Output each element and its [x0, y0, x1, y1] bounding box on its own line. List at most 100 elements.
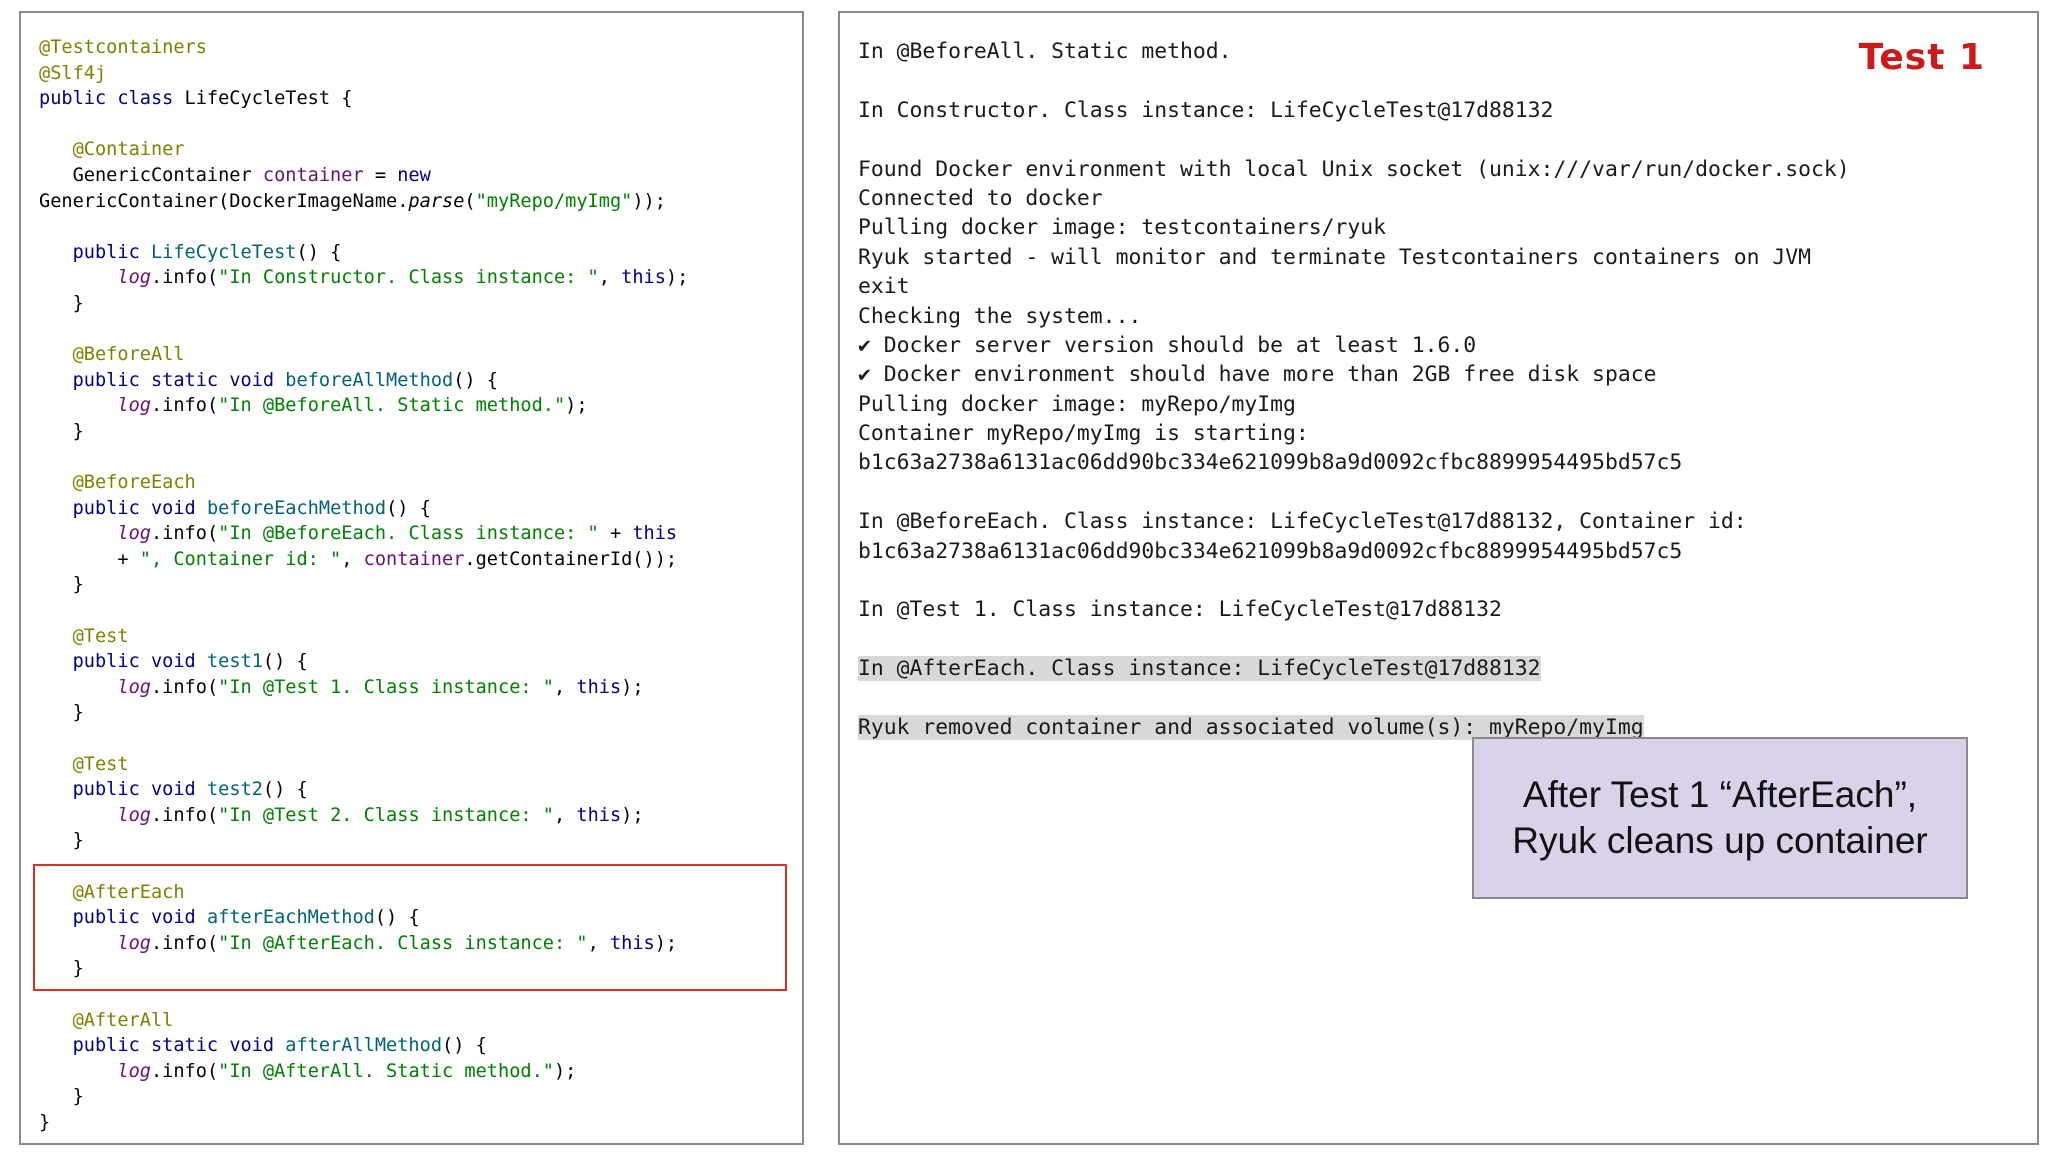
- code-token: public: [72, 241, 151, 263]
- test-label: Test 1: [1858, 37, 1985, 78]
- code-line: [39, 214, 802, 240]
- code-line: @Container: [39, 137, 802, 163]
- code-token: [39, 139, 73, 160]
- code-token: }: [39, 958, 84, 980]
- code-line: log.info("In Constructor. Class instance…: [39, 265, 802, 291]
- code-token: "myRepo/myImg": [475, 190, 633, 212]
- console-line: Ryuk started - will monitor and terminat…: [858, 243, 2017, 272]
- code-token: public void: [72, 651, 207, 673]
- code-line: GenericContainer container = new: [39, 163, 802, 189]
- code-line: @Test: [39, 752, 802, 778]
- code-line: @Slf4j: [39, 61, 802, 87]
- console-line: Container myRepo/myImg is starting:: [858, 419, 2017, 448]
- console-blank-line: [858, 625, 2017, 654]
- console-line: In @BeforeAll. Static method.: [858, 37, 2017, 66]
- code-token: container: [363, 548, 465, 570]
- code-token: ,: [553, 804, 577, 826]
- code-token: public static void: [72, 369, 286, 391]
- code-token: "In @AfterEach. Class instance: ": [218, 932, 588, 954]
- log-text: ✔ Docker environment should have more th…: [858, 362, 1657, 388]
- code-token: [39, 472, 73, 493]
- code-token: );: [665, 267, 689, 289]
- code-token: "In @BeforeEach. Class instance: ": [218, 523, 599, 545]
- log-text: ✔ Docker server version should be at lea…: [858, 332, 1477, 358]
- code-token: parse: [408, 190, 465, 212]
- code-line: public static void afterAllMethod() {: [39, 1033, 802, 1059]
- code-token: .info(: [150, 523, 219, 545]
- code-token: @Slf4j: [39, 62, 107, 84]
- code-line: log.info("In @Test 1. Class instance: ",…: [39, 675, 802, 701]
- code-token: () {: [386, 497, 431, 519]
- code-token: @AfterEach: [72, 881, 185, 903]
- console-line: ✔ Docker environment should have more th…: [858, 360, 2017, 389]
- code-line: @AfterEach: [39, 880, 802, 906]
- code-token: this: [621, 267, 666, 289]
- code-line: }: [39, 1084, 802, 1110]
- log-text: b1c63a2738a6131ac06dd90bc334e621099b8a9d…: [858, 450, 1683, 476]
- console-line: Ryuk removed container and associated vo…: [858, 713, 2017, 742]
- code-line: public void beforeEachMethod() {: [39, 496, 802, 522]
- code-token: [39, 1010, 73, 1031]
- code-line: [39, 726, 802, 752]
- code-token: }: [39, 1111, 51, 1133]
- code-token: log: [117, 267, 151, 289]
- code-token: ,: [341, 548, 364, 570]
- code-token: @Test: [72, 753, 129, 775]
- code-token: log: [117, 932, 151, 954]
- console-blank-line: [858, 478, 2017, 507]
- log-text: Checking the system...: [858, 303, 1142, 329]
- log-text: Found Docker environment with local Unix…: [858, 156, 1850, 182]
- code-token: @Test: [72, 625, 129, 647]
- aftereach-highlight-box: [33, 864, 787, 991]
- code-token: );: [621, 804, 644, 826]
- code-token: beforeAllMethod: [285, 369, 454, 391]
- code-line: }: [39, 700, 802, 726]
- console-line: exit: [858, 272, 2017, 301]
- code-token: "In @BeforeAll. Static method.": [218, 395, 566, 417]
- code-token: ,: [553, 676, 577, 698]
- console-line: In @BeforeEach. Class instance: LifeCycl…: [858, 507, 2017, 536]
- code-line: public class LifeCycleTest {: [39, 86, 802, 112]
- code-token: [39, 754, 73, 775]
- code-line: log.info("In @BeforeAll. Static method."…: [39, 393, 802, 419]
- code-line: }: [39, 956, 802, 982]
- code-token: [39, 1061, 117, 1082]
- code-token: "In @Test 2. Class instance: ": [218, 804, 554, 826]
- code-line: GenericContainer(DockerImageName.parse("…: [39, 189, 802, 215]
- console-line: Pulling docker image: myRepo/myImg: [858, 390, 2017, 419]
- console-line: Checking the system...: [858, 302, 2017, 331]
- code-token: ));: [632, 190, 666, 212]
- code-token: +: [39, 548, 140, 570]
- code-token: }: [39, 574, 84, 596]
- code-line: }: [39, 419, 802, 445]
- code-token: [39, 1035, 73, 1056]
- code-token: [39, 651, 73, 672]
- console-line: In @AfterEach. Class instance: LifeCycle…: [858, 654, 2017, 683]
- console-line: ✔ Docker server version should be at lea…: [858, 331, 2017, 360]
- code-token: "In Constructor. Class instance: ": [218, 267, 599, 289]
- code-token: afterAllMethod: [285, 1035, 443, 1057]
- code-token: this: [576, 804, 622, 826]
- code-token: .info(: [150, 676, 219, 698]
- code-token: () {: [296, 241, 342, 263]
- code-token: [39, 626, 73, 647]
- code-line: public static void beforeAllMethod() {: [39, 368, 802, 394]
- code-token: .info(: [150, 804, 219, 826]
- code-token: @AfterAll: [72, 1009, 174, 1031]
- code-line: @Test: [39, 624, 802, 650]
- callout-line-1: After Test 1 “AfterEach”,: [1522, 774, 1918, 815]
- console-log: In @BeforeAll. Static method.In Construc…: [858, 37, 2017, 742]
- code-token: [39, 242, 73, 263]
- code-token: ,: [587, 932, 610, 954]
- code-line: [39, 112, 802, 138]
- code-token: }: [39, 292, 84, 314]
- code-token: test2: [206, 779, 263, 801]
- code-token: public static void: [72, 1035, 286, 1057]
- code-token: public void: [72, 907, 207, 929]
- code-token: [39, 523, 117, 544]
- code-token: );: [553, 1060, 577, 1082]
- code-token: @Testcontainers: [39, 37, 207, 58]
- log-text: b1c63a2738a6131ac06dd90bc334e621099b8a9d…: [858, 538, 1683, 564]
- log-text: Pulling docker image: myRepo/myImg: [858, 391, 1296, 417]
